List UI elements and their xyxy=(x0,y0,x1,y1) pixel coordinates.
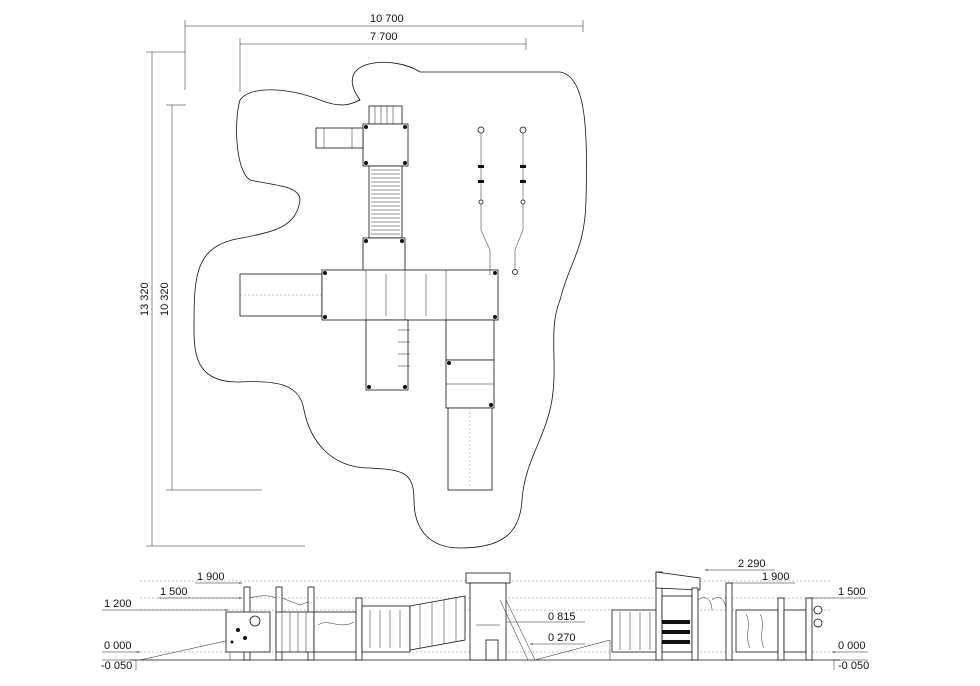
plan-view: 10 700 7 700 13 320 10 320 xyxy=(139,13,587,549)
top-tower xyxy=(315,105,409,167)
right-structure xyxy=(534,571,823,661)
left-level-0000: 0 000 xyxy=(102,640,140,653)
overall-depth-label: 13 320 xyxy=(139,282,151,316)
left-level-1500: 1 500 xyxy=(158,586,242,599)
right-level-neg050: -0 050 xyxy=(833,659,869,672)
main-walkway xyxy=(239,269,499,321)
inner-width-label: 7 700 xyxy=(370,31,398,43)
right-level-2290: 2 290 xyxy=(705,558,775,571)
svg-text:1 500: 1 500 xyxy=(160,586,188,598)
right-level-0000: 0 000 xyxy=(832,640,868,653)
safety-zone-outline xyxy=(193,61,587,549)
svg-text:1 900: 1 900 xyxy=(762,571,790,583)
mid-level-0270: 0 270 xyxy=(530,632,585,645)
right-level-1900: 1 900 xyxy=(728,571,795,584)
left-level-1900: 1 900 xyxy=(195,571,242,584)
dim-overall-depth: 13 320 xyxy=(139,51,305,547)
overall-width-label: 10 700 xyxy=(370,13,404,25)
inner-depth-label: 10 320 xyxy=(159,282,171,316)
left-level-neg050: -0 050 xyxy=(101,659,137,672)
svg-text:2 290: 2 290 xyxy=(738,558,766,570)
svg-text:0 000: 0 000 xyxy=(838,640,866,652)
dim-overall-width: 10 700 xyxy=(184,13,584,90)
svg-text:-0 050: -0 050 xyxy=(101,660,132,672)
elevation-view: 1 900 1 500 1 200 0 000 -0 050 0 815 xyxy=(101,558,869,672)
mid-level-0815: 0 815 xyxy=(498,611,585,623)
lower-right-tower xyxy=(445,319,495,491)
right-level-1500: 1 500 xyxy=(808,586,868,599)
svg-text:-0 050: -0 050 xyxy=(838,660,869,672)
rope-elements xyxy=(477,126,527,275)
svg-text:1 200: 1 200 xyxy=(104,598,132,610)
lower-left-platform xyxy=(365,319,410,391)
middle-structure xyxy=(361,572,536,661)
svg-text:1 900: 1 900 xyxy=(197,571,225,583)
svg-text:1 500: 1 500 xyxy=(838,586,866,598)
left-level-1200: 1 200 xyxy=(102,598,228,611)
left-structure xyxy=(139,586,363,661)
climbing-bridge xyxy=(368,165,403,239)
dim-inner-width: 7 700 xyxy=(239,31,527,92)
svg-text:0 000: 0 000 xyxy=(104,640,132,652)
dim-inner-depth: 10 320 xyxy=(159,104,262,491)
central-platform xyxy=(362,237,406,275)
svg-text:0 270: 0 270 xyxy=(548,632,576,644)
svg-text:0 815: 0 815 xyxy=(548,611,576,623)
